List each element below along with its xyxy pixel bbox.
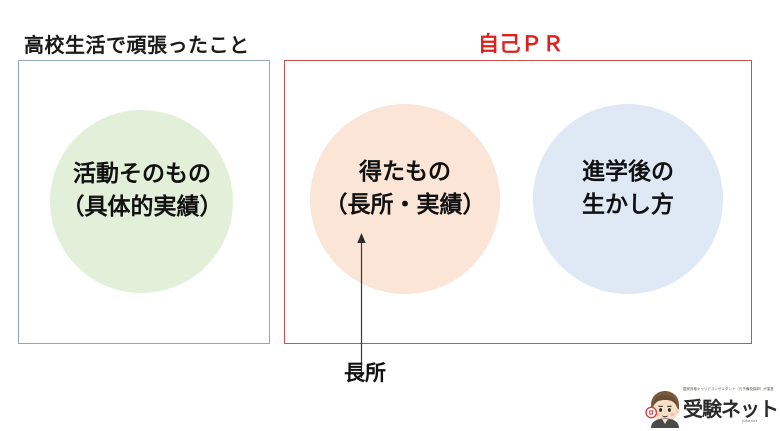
logo-tagline: 国家資格キャリアコンサルタント（元予備校講師）が運営 <box>683 387 774 391</box>
circle-activity-label: 活動そのもの （具体的実績） <box>61 161 223 221</box>
up-arrow-icon <box>357 233 366 378</box>
logo-subtext: jukenet <box>742 419 758 423</box>
site-logo[interactable]: 国家資格キャリアコンサルタント（元予備校講師）が運営 受験ネット jukenet <box>645 386 779 430</box>
circle-future-use-label: 進学後の 生かし方 <box>582 159 674 219</box>
heading-high-school-effort: 高校生活で頑張ったこと <box>24 33 250 57</box>
circle-activity: 活動そのもの （具体的実績） <box>50 110 233 293</box>
heading-self-pr: 自己ＰＲ <box>478 32 564 56</box>
circle-gained-label: 得たもの （長所・実績） <box>324 159 486 219</box>
circle-future-use: 進学後の 生かし方 <box>533 104 723 294</box>
logo-wordmark: 受験ネット <box>683 397 779 421</box>
student-face-icon <box>645 391 680 428</box>
circle-gained: 得たもの （長所・実績） <box>310 104 500 294</box>
annotation-label-strength: 長所 <box>344 361 386 385</box>
